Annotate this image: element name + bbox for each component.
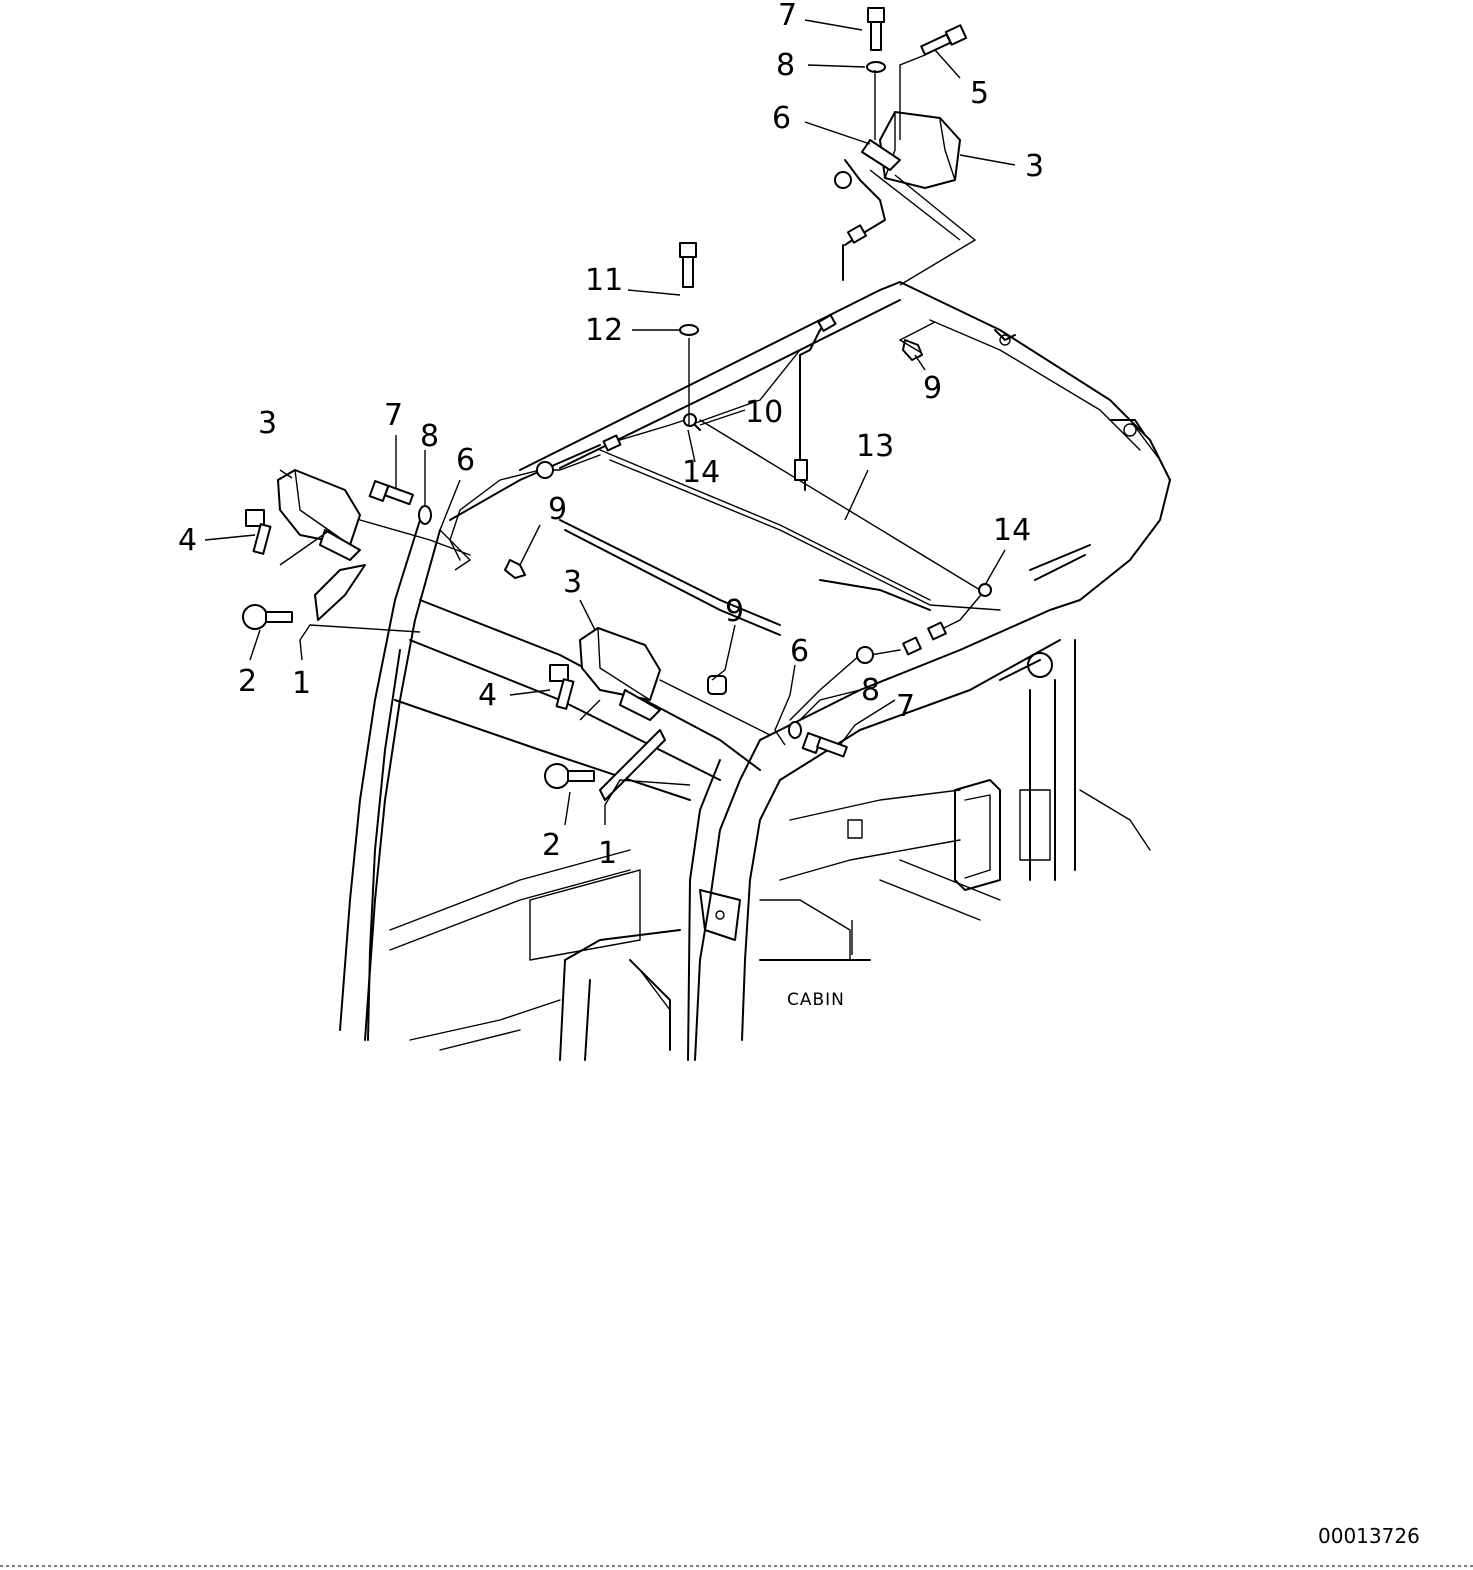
callout-12: 12 [585, 313, 623, 348]
callout-3-left: 3 [258, 406, 277, 441]
section-label-cabin: CABIN [787, 990, 845, 1010]
callout-9-mid: 9 [725, 594, 744, 629]
callout-9-left: 9 [548, 492, 567, 527]
callout-7-top: 7 [778, 0, 797, 33]
callout-2-left: 2 [238, 664, 257, 699]
callout-4-left: 4 [178, 523, 197, 558]
work-lamp-left [277, 469, 366, 621]
callout-2-mid: 2 [542, 828, 561, 863]
work-lamp-top [861, 111, 961, 189]
callout-3-mid: 3 [563, 565, 582, 600]
callout-11: 11 [585, 263, 623, 298]
callout-6-top: 6 [772, 101, 791, 136]
callout-1-left: 1 [292, 666, 311, 701]
callout-8-mid: 8 [861, 673, 880, 708]
wiring-harness [359, 159, 992, 736]
reference-number: 00013726 [1318, 1524, 1420, 1548]
callout-5: 5 [970, 76, 989, 111]
callout-7-mid: 7 [896, 689, 915, 724]
callout-8-top: 8 [776, 48, 795, 83]
callout-4-mid: 4 [478, 678, 497, 713]
callout-14-left: 14 [682, 455, 720, 490]
callout-10: 10 [745, 395, 783, 430]
callouts: 7 8 5 6 3 11 12 9 10 14 13 14 3 7 8 6 4 … [178, 0, 1420, 1548]
callout-13: 13 [856, 429, 894, 464]
callout-7-left: 7 [384, 398, 403, 433]
callout-8-left: 8 [420, 419, 439, 454]
callout-1-mid: 1 [598, 836, 617, 871]
callout-9-roof: 9 [923, 371, 942, 406]
callout-3-top: 3 [1025, 149, 1044, 184]
callout-6-left: 6 [456, 443, 475, 478]
cabin-structure [339, 281, 1171, 1061]
callout-6-mid: 6 [790, 634, 809, 669]
leader-lines [204, 19, 1016, 955]
callout-14-right: 14 [993, 513, 1031, 548]
work-lamp-mid [579, 627, 666, 801]
